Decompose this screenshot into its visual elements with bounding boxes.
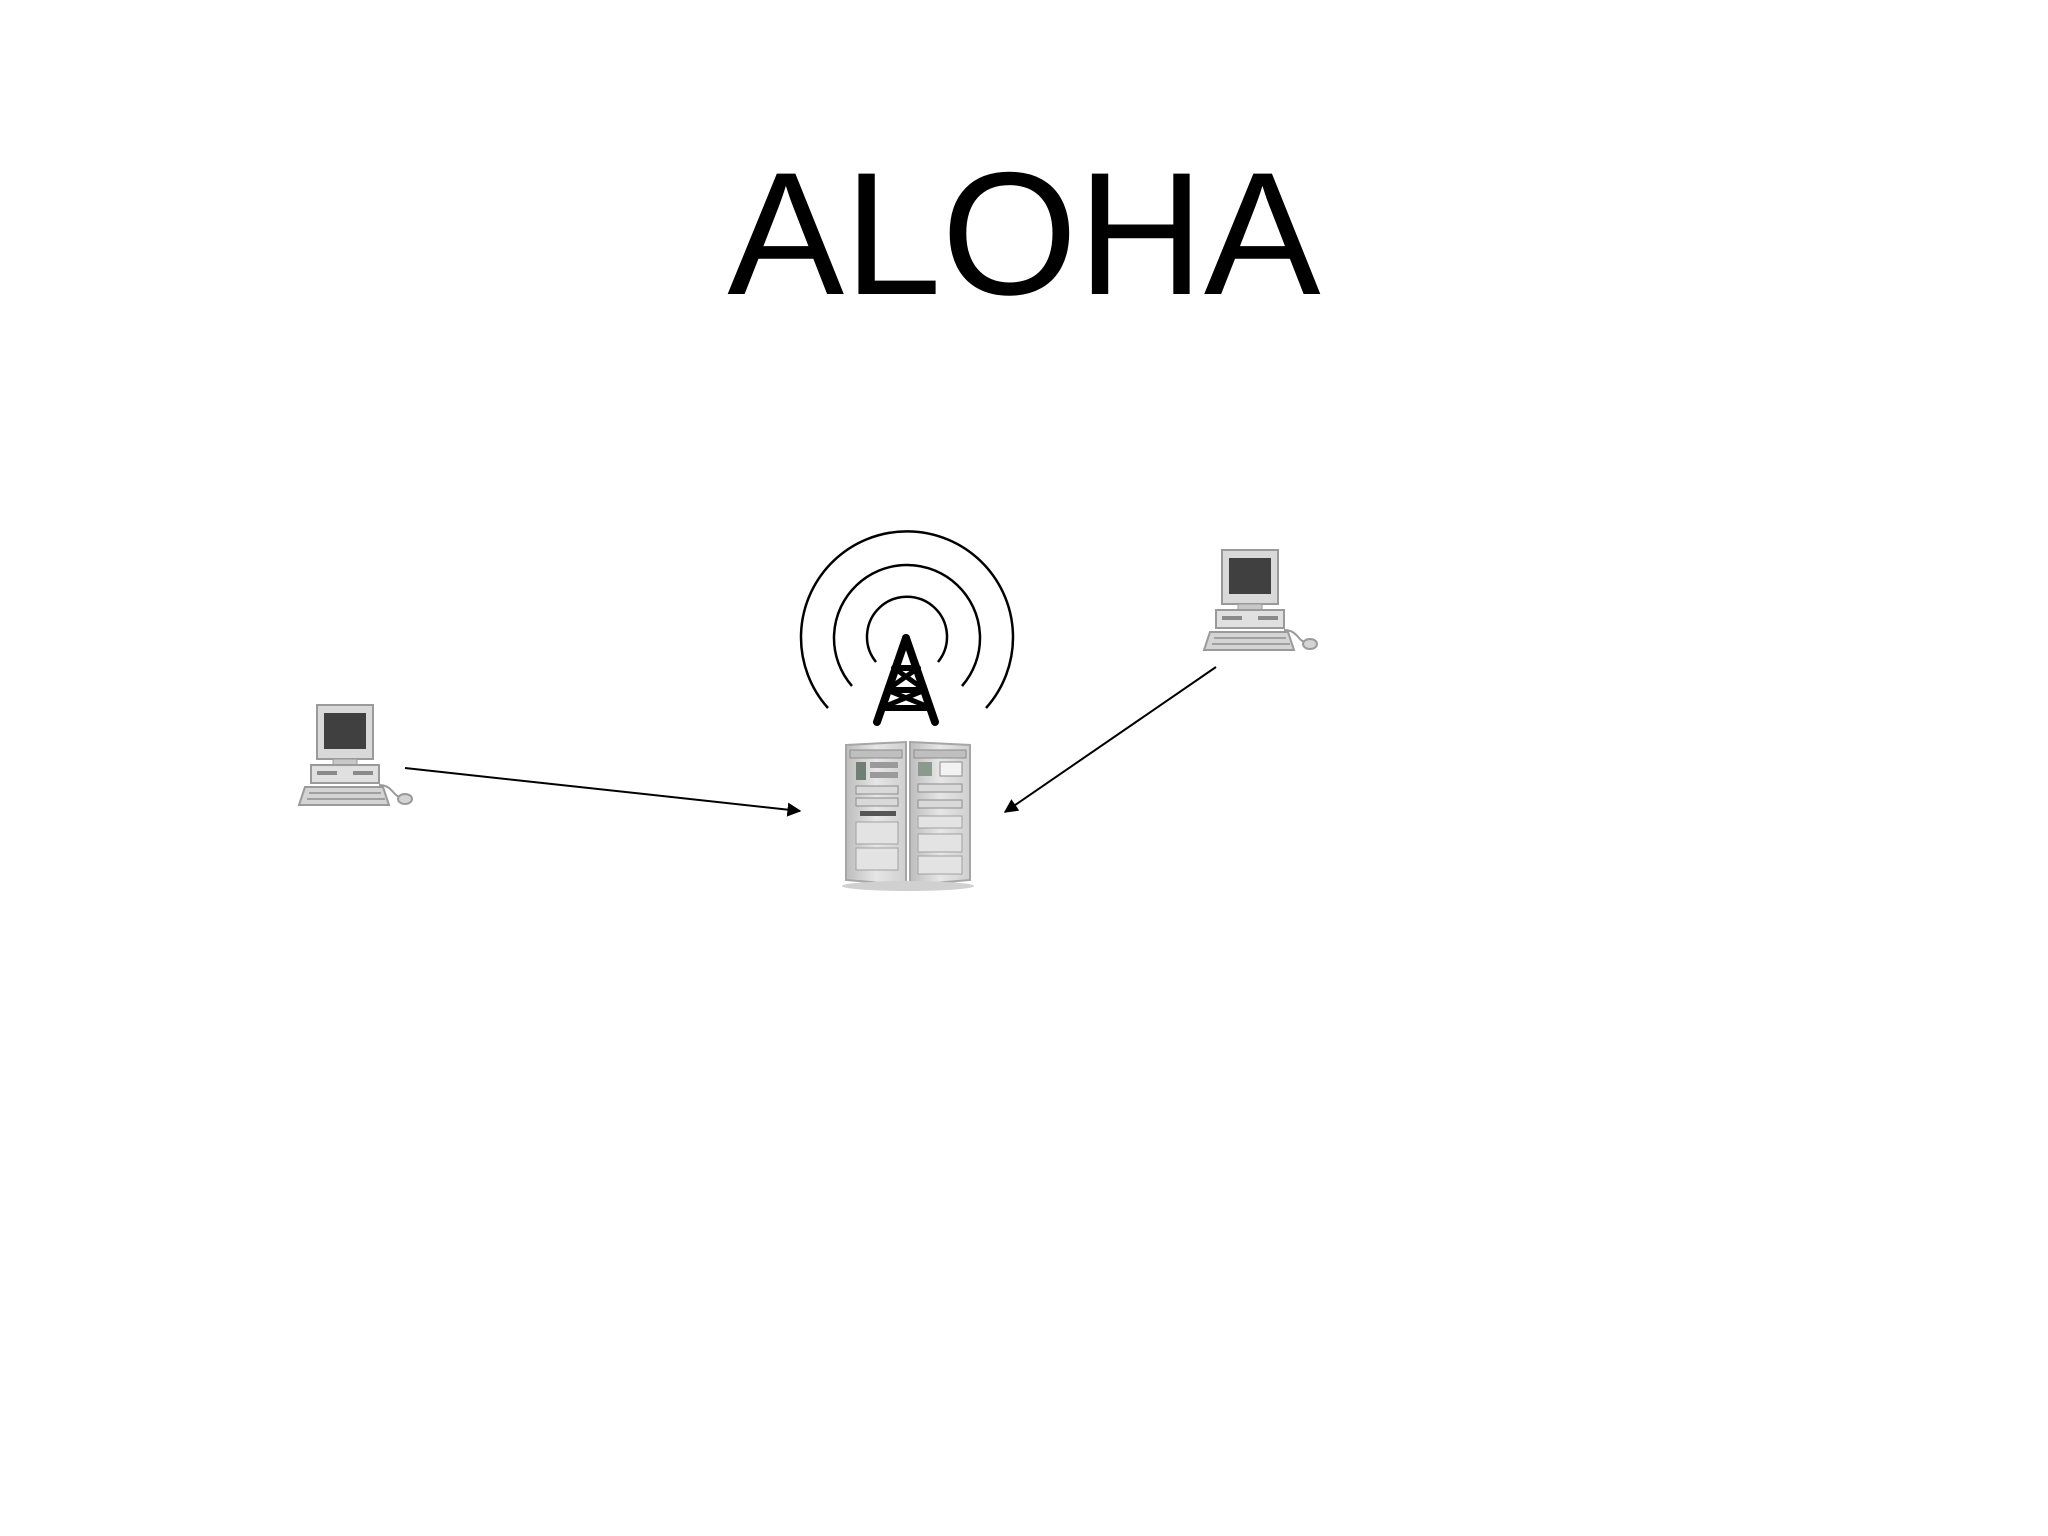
slide-title: ALOHA [727, 137, 1321, 332]
radio-waves-icon [799, 530, 1015, 709]
left-computer-icon [297, 704, 413, 806]
radio-tower-icon [873, 634, 939, 726]
link-arrow-right [1003, 666, 1217, 813]
link-arrow-left [404, 767, 802, 817]
server-rack-icon [842, 740, 974, 891]
right-computer-icon [1202, 549, 1318, 651]
